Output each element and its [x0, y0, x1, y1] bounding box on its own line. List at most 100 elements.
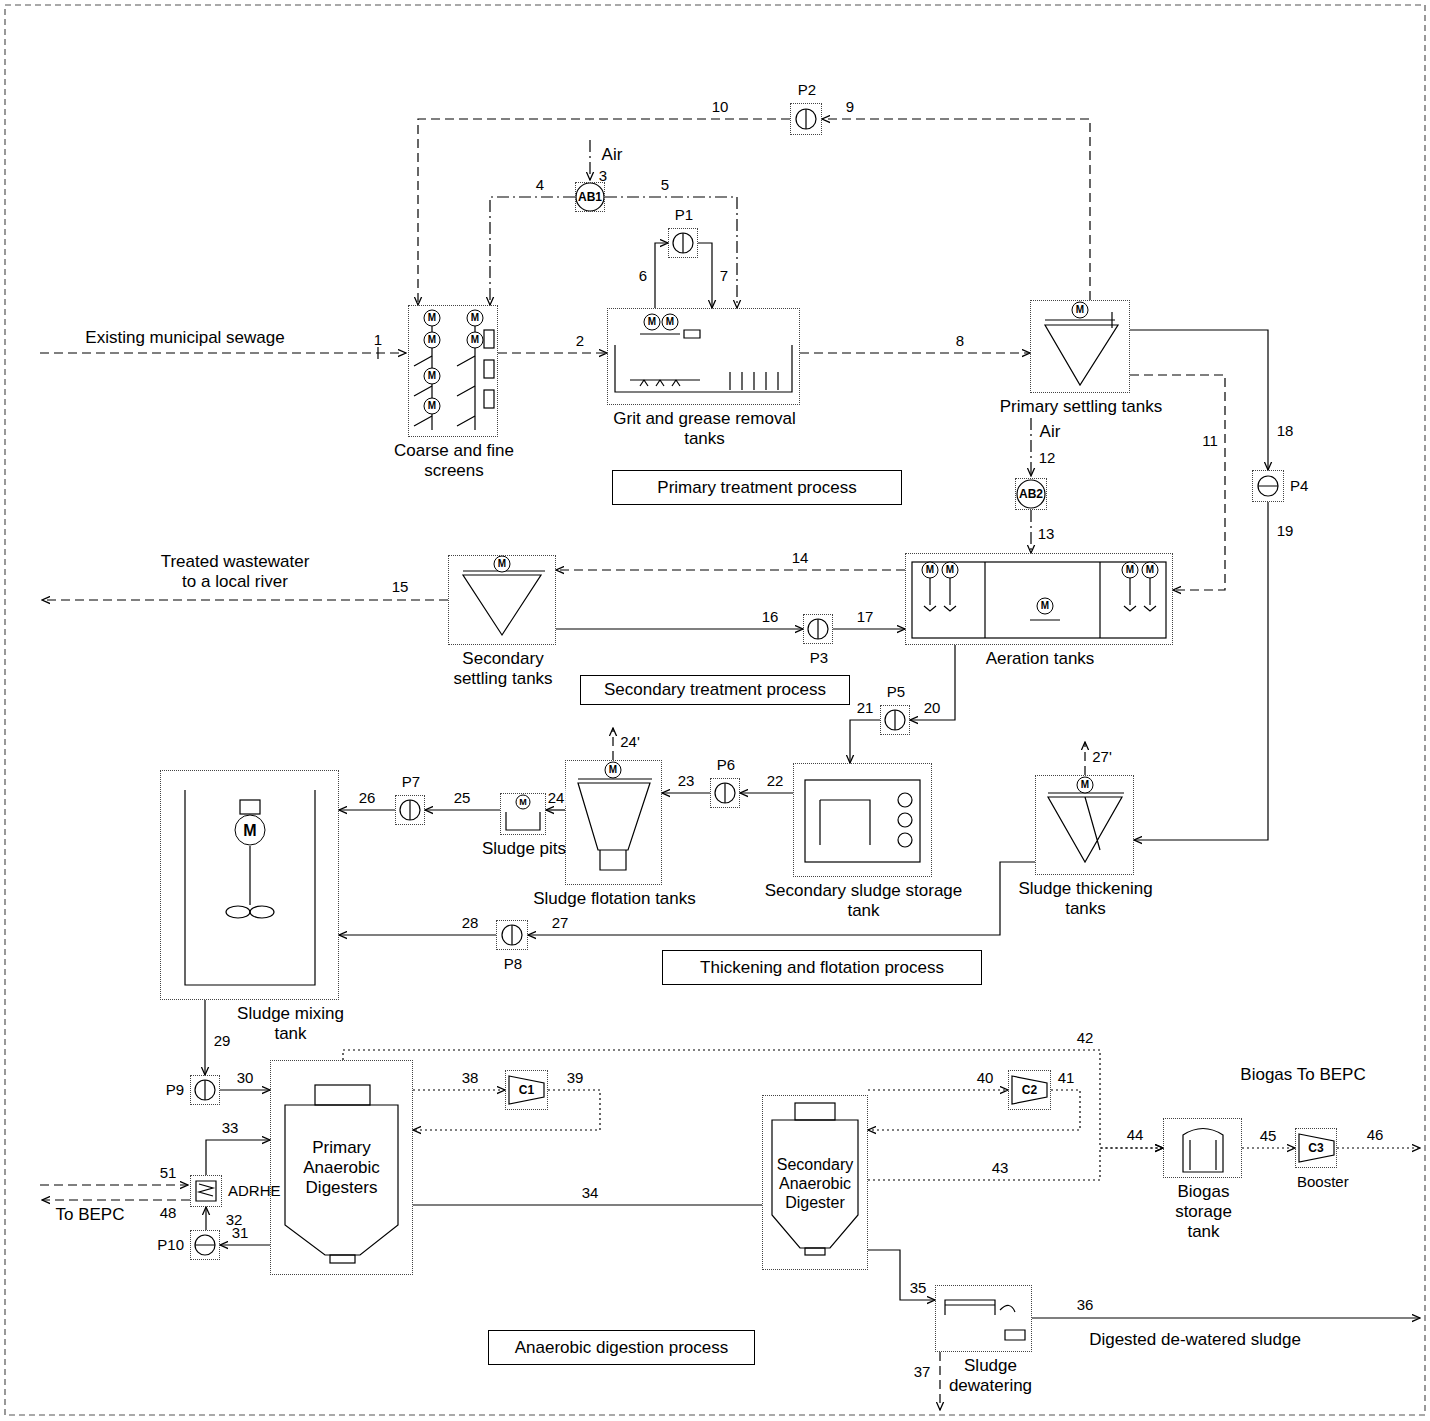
motor-circle	[1142, 562, 1158, 578]
node-label: Thickening and flotation process	[667, 958, 977, 978]
digester: Secondary Anaerobic Digester	[762, 1095, 868, 1270]
heat-exchanger: ADRHE	[190, 1175, 222, 1207]
flow-connector	[1030, 510, 1031, 553]
flow-connector	[868, 1089, 1008, 1090]
node-label: Aeration tanks	[940, 649, 1140, 669]
stream-number: 1	[374, 331, 382, 349]
motor-circle	[644, 314, 660, 330]
air-blower: AB2	[1015, 478, 1047, 510]
stream-number: 29	[213, 1032, 232, 1049]
motor-circle	[424, 368, 440, 384]
stream-number: 33	[221, 1119, 240, 1136]
pump: P2	[790, 103, 822, 135]
flow-connector	[343, 1050, 1163, 1148]
motor-circle	[1077, 777, 1093, 793]
motor-circle	[424, 310, 440, 326]
flow-connector	[206, 1140, 270, 1175]
stage-label: Anaerobic digestion process	[488, 1330, 755, 1365]
flow-connector	[605, 197, 737, 308]
motor-symbol: M	[648, 316, 656, 328]
stream-number: 12	[1039, 449, 1056, 467]
motor-circle	[922, 562, 938, 578]
stream-number: 4	[535, 176, 545, 193]
stream-number: 40	[976, 1069, 995, 1086]
flow-connector	[800, 352, 1030, 353]
flow-connector	[822, 119, 1090, 300]
node-label: Biogas storage tank	[1169, 1182, 1239, 1242]
node-label: Sludge pits	[474, 839, 574, 859]
booster-compressor: C3Booster	[1295, 1128, 1337, 1168]
air-blower: AB1	[575, 182, 605, 212]
stream-number: 42	[1076, 1029, 1095, 1046]
stream-number: 24	[547, 789, 566, 806]
flow-connector	[220, 1244, 270, 1245]
node-label: Grit and grease removal tanks	[605, 409, 805, 449]
stream-number: 27'	[1092, 748, 1112, 766]
pump: P9	[190, 1075, 220, 1105]
node-label: AB1	[575, 190, 605, 204]
stream-number: 13	[1037, 525, 1056, 542]
stream-number: 45	[1259, 1127, 1278, 1144]
stream-number: 25	[453, 789, 472, 806]
motor-circle	[662, 314, 678, 330]
motor-symbol: M	[428, 334, 436, 346]
stream-number: 11	[1201, 432, 1219, 449]
motor-circle	[235, 815, 265, 845]
motor-symbol: M	[609, 764, 617, 776]
motor-symbol: M	[926, 564, 934, 576]
compressor: C2	[1008, 1070, 1051, 1110]
node-label: P8	[504, 954, 522, 974]
node-label: AB2	[1015, 487, 1047, 501]
flow-connector	[556, 628, 803, 629]
motor-circle	[1122, 562, 1138, 578]
flow-connector	[204, 1000, 205, 1075]
motor-circle	[605, 762, 621, 778]
stream-number: 26	[358, 789, 377, 806]
motor-symbol: M	[471, 334, 479, 346]
motor-symbol: M	[428, 370, 436, 382]
node-label: P3	[810, 648, 828, 668]
flow-connector	[413, 1089, 505, 1090]
flow-connector	[1242, 1147, 1295, 1148]
pump: P8	[496, 920, 528, 950]
pump: P4	[1252, 470, 1284, 502]
stream-number: 39	[566, 1069, 585, 1086]
motor-symbol: M	[1081, 779, 1089, 791]
stream-number: 9	[845, 98, 855, 115]
node-label: Anaerobic digestion process	[493, 1338, 750, 1358]
flow-connector	[418, 119, 790, 305]
motor-symbol: M	[519, 797, 527, 808]
stage-label: Primary treatment process	[612, 470, 902, 505]
node-label: Secondary settling tanks	[438, 649, 568, 689]
stream-number: 30	[236, 1069, 255, 1086]
mixing-tank: Sludge mixing tank	[160, 770, 339, 1000]
node-label: P4	[1290, 476, 1308, 496]
air-label: Air	[1040, 422, 1061, 442]
pump: P6	[710, 778, 740, 808]
stream-number: 46	[1367, 1126, 1384, 1144]
node-label: C2	[1010, 1083, 1050, 1097]
stream-number: 41	[1057, 1069, 1076, 1086]
flow-connector	[868, 1090, 1080, 1130]
stream-number: 34	[581, 1184, 600, 1201]
flow-connector	[868, 1250, 935, 1300]
node-label: Primary settling tanks	[981, 397, 1181, 417]
flow-connector	[868, 1148, 1163, 1180]
flow-connector	[556, 569, 905, 570]
flow-connector	[850, 720, 880, 763]
stream-note: Digested de-watered sludge	[1089, 1330, 1301, 1350]
motor-symbol: M	[428, 312, 436, 324]
node-label: P2	[798, 80, 816, 100]
stream-number: 43	[991, 1159, 1010, 1176]
stream-number: 32	[225, 1211, 244, 1228]
node-label: C1	[507, 1083, 547, 1097]
node-label: Secondary sludge storage tank	[764, 881, 964, 921]
node-label: Sludge dewatering	[946, 1356, 1036, 1396]
node-label: Primary treatment process	[617, 478, 897, 498]
node-label: P9	[166, 1080, 184, 1100]
stream-note: Existing municipal sewage	[85, 328, 284, 348]
stream-number: 17	[856, 608, 875, 625]
pump: P7	[395, 795, 425, 825]
